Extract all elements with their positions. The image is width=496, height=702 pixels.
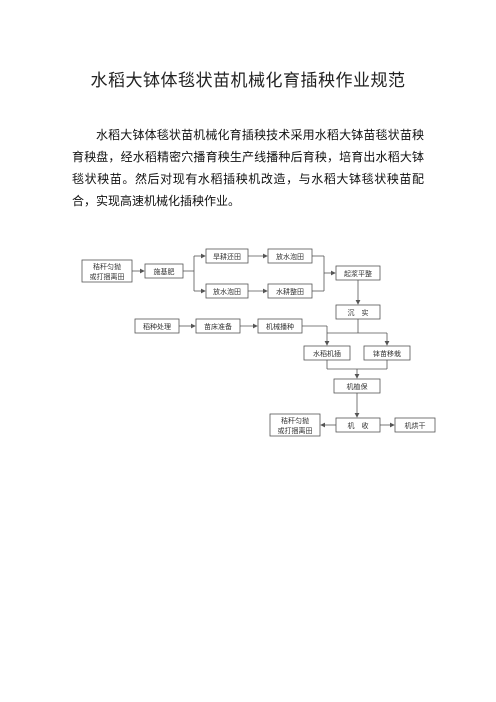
svg-text:施基肥: 施基肥 xyxy=(154,267,175,276)
node-wet-level: 水耕整田 xyxy=(267,283,313,299)
node-pot-transplant: 钵苗移栽 xyxy=(363,345,411,361)
node-seedbed: 苗床准备 xyxy=(195,318,241,334)
node-level: 起浆平整 xyxy=(335,265,381,281)
svg-text:或打捆离田: 或打捆离田 xyxy=(90,272,125,281)
node-settle: 沉 实 xyxy=(335,304,381,320)
node-plant-protect: 机植保 xyxy=(333,378,381,394)
node-dry-plow: 旱耕还田 xyxy=(205,248,249,264)
node-seed-treat: 稻种处理 xyxy=(134,318,180,334)
svg-text:旱耕还田: 旱耕还田 xyxy=(213,252,241,261)
svg-text:水耕整田: 水耕整田 xyxy=(276,287,304,296)
flow-connectors xyxy=(132,253,395,428)
svg-text:机烘干: 机烘干 xyxy=(405,421,426,430)
svg-text:起浆平整: 起浆平整 xyxy=(344,269,372,278)
svg-text:机械播种: 机械播种 xyxy=(266,322,294,331)
svg-text:放水泡田: 放水泡田 xyxy=(213,287,241,296)
node-straw-top: 秸秆匀抛 或打捆离田 xyxy=(81,259,133,283)
node-dry: 机烘干 xyxy=(394,417,436,433)
node-machine-sow: 机械播种 xyxy=(257,318,303,334)
node-flood2: 放水泡田 xyxy=(205,283,249,299)
svg-text:机 收: 机 收 xyxy=(348,421,369,430)
svg-text:或打捆离田: 或打捆离田 xyxy=(278,426,313,435)
intro-paragraph: 水稻大钵体毯状苗机械化育插秧技术采用水稻大钵苗毯状苗秧育秧盘，经水稻精密穴播育秧… xyxy=(72,128,424,208)
svg-text:沉 实: 沉 实 xyxy=(348,308,369,317)
svg-text:稻种处理: 稻种处理 xyxy=(143,322,171,331)
node-flood1: 放水泡田 xyxy=(267,248,313,264)
svg-text:秸秆匀抛: 秸秆匀抛 xyxy=(281,416,309,425)
svg-text:放水泡田: 放水泡田 xyxy=(276,252,304,261)
node-harvest: 机 收 xyxy=(335,417,381,433)
svg-text:秸秆匀抛: 秸秆匀抛 xyxy=(93,262,121,271)
svg-text:水稻机插: 水稻机插 xyxy=(313,349,341,358)
node-straw-bottom: 秸秆匀抛 或打捆离田 xyxy=(269,413,321,437)
svg-text:钵苗移栽: 钵苗移栽 xyxy=(373,349,401,358)
node-plow: 施基肥 xyxy=(144,263,184,279)
svg-text:苗床准备: 苗床准备 xyxy=(204,322,232,331)
svg-text:机植保: 机植保 xyxy=(347,382,368,391)
document-title: 水稻大钵体毯状苗机械化育插秧作业规范 xyxy=(90,71,406,91)
node-rice-transplant: 水稻机插 xyxy=(303,345,351,361)
